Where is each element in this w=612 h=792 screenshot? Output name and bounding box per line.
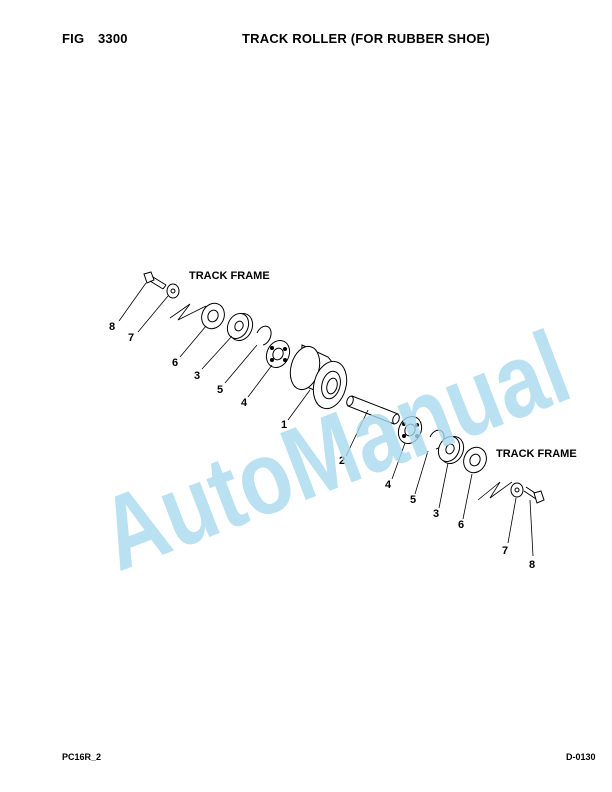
snap-ring-left — [256, 325, 272, 346]
bolt-left — [143, 271, 167, 290]
collar-right — [463, 446, 487, 474]
shaft — [346, 395, 400, 425]
document-code: D-0130 — [566, 752, 596, 762]
bearing-right — [397, 415, 423, 445]
figure-title: TRACK ROLLER (FOR RUBBER SHOE) — [242, 31, 490, 46]
figure-label: FIG — [62, 31, 85, 46]
washer-right — [510, 482, 524, 498]
frame-bracket-right — [477, 481, 513, 501]
callout-collar-right: 6 — [458, 519, 464, 531]
callout-bearing-left: 4 — [241, 397, 248, 409]
callout-collar-left: 6 — [172, 357, 178, 369]
figure-number: 3300 — [98, 31, 128, 46]
callout-bolt-left: 8 — [109, 321, 115, 333]
frame-label-left: TRACK FRAME — [189, 270, 270, 282]
callout-bolt-right: 8 — [529, 559, 535, 571]
callout-seal-right: 3 — [433, 508, 439, 520]
seal-left — [226, 312, 254, 342]
washer-left — [166, 283, 180, 299]
seal-right — [437, 435, 465, 465]
callout-snap-ring-right: 5 — [410, 494, 416, 506]
callout-snap-ring-left: 5 — [217, 384, 223, 396]
track-roller — [289, 344, 348, 410]
frame-bracket-left — [169, 303, 207, 321]
callout-seal-left: 3 — [194, 370, 200, 382]
callout-washer-right: 7 — [502, 545, 508, 557]
collar-left — [201, 302, 225, 330]
model-code: PC16R_2 — [62, 752, 102, 762]
frame-label-right: TRACK FRAME — [496, 448, 577, 460]
leader-lines — [118, 282, 534, 557]
bearing-left — [265, 339, 291, 369]
callout-shaft: 2 — [339, 455, 345, 467]
callout-bearing-right: 4 — [385, 479, 392, 491]
bolt-right — [523, 486, 545, 504]
callout-roller: 1 — [281, 419, 287, 431]
callout-washer-left: 7 — [128, 332, 134, 344]
